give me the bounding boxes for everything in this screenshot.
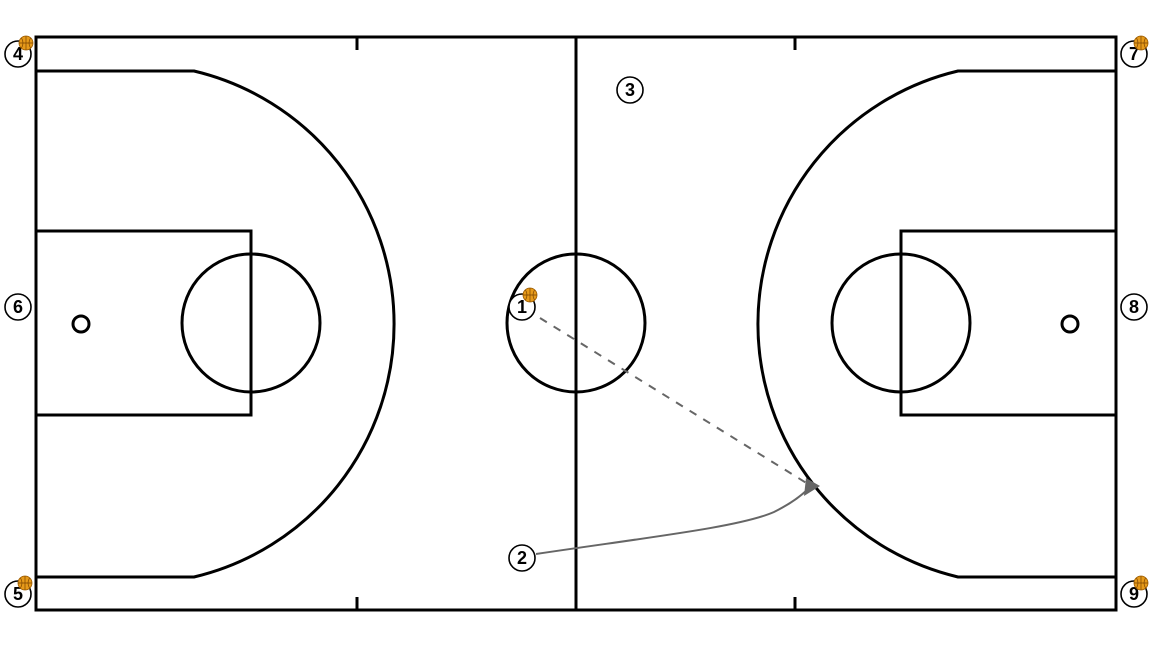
cut-path [535, 488, 809, 555]
player-marker[interactable]: 3 [616, 76, 644, 104]
player-label: 2 [517, 548, 527, 568]
player-label: 4 [13, 44, 23, 64]
player-label: 1 [517, 297, 527, 317]
basketball-icon [17, 575, 33, 591]
right-three-point-line [756, 69, 1116, 579]
left-three-point-line [36, 69, 396, 579]
actions [535, 317, 820, 555]
player-marker[interactable]: 6 [4, 293, 32, 321]
player-label: 7 [1129, 44, 1139, 64]
right-basket [1060, 314, 1080, 334]
pass-line [539, 317, 809, 485]
player-marker[interactable]: 2 [508, 544, 536, 572]
right-free-throw-circle [830, 252, 972, 394]
left-free-throw-circle [180, 252, 322, 394]
basketball-icon [1133, 575, 1149, 591]
left-basket [71, 314, 91, 334]
arrowhead-icon [804, 478, 820, 496]
basketball-icon [18, 35, 34, 51]
player-label: 9 [1129, 584, 1139, 604]
right-key [899, 229, 1118, 417]
basketball-icon [1133, 35, 1149, 51]
player-label: 5 [13, 584, 23, 604]
players: 1 2 3 4 5 [4, 35, 1149, 608]
player-marker[interactable]: 4 [4, 35, 34, 68]
center-circle [505, 252, 647, 394]
player-label: 3 [625, 80, 635, 100]
player-label: 6 [13, 297, 23, 317]
player-marker[interactable]: 7 [1120, 35, 1149, 68]
player-label: 8 [1129, 297, 1139, 317]
basketball-icon [522, 287, 538, 303]
player-marker[interactable]: 1 [508, 287, 538, 321]
player-marker[interactable]: 9 [1120, 575, 1149, 608]
player-marker[interactable]: 5 [4, 575, 33, 608]
player-marker[interactable]: 8 [1120, 293, 1148, 321]
left-key [34, 229, 253, 417]
